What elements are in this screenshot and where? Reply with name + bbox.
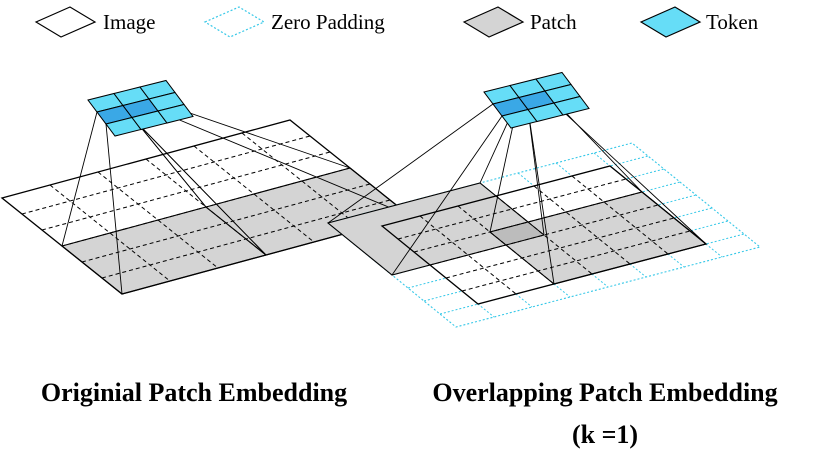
legend: Image Zero Padding Patch Token [34,6,759,38]
token-swatch-icon [639,6,702,38]
image-gridline [397,178,627,240]
image-grid [397,175,691,295]
zero-padding-swatch-icon [203,6,266,38]
projection-line [105,123,123,295]
legend-token-label: Token [706,10,759,34]
token-cell [157,103,194,124]
image-swatch-icon [34,6,97,38]
image-gridline [21,135,311,215]
token-grid [87,79,194,137]
caption-overlapping-patch-embedding: Overlapping Patch Embedding [432,378,778,407]
legend-token: Token [639,6,759,38]
legend-patch: Patch [462,6,577,38]
legend-zero-padding-label: Zero Padding [271,10,385,34]
legend-image: Image [34,6,155,38]
image-gridline [445,217,675,279]
legend-image-label: Image [103,10,155,34]
projection-line [553,102,707,245]
overlapping-patch-embedding-diagram [326,71,762,328]
projection-line [61,111,98,247]
image-gridline [429,204,659,266]
caption-kernel-note: (k =1) [571,420,639,449]
projection-lines [61,98,411,295]
projection-line [527,109,555,285]
image-gridline [413,191,643,253]
caption-original-patch-embedding: Originial Patch Embedding [40,378,348,407]
projection-line [131,117,267,256]
projection-line [327,103,494,224]
legend-patch-label: Patch [530,10,577,34]
image-gridline [81,183,371,263]
patch-swatch-icon [462,6,525,38]
projection-line [391,115,503,276]
original-patch-embedding-diagram [0,79,412,295]
image-gridline [461,230,691,292]
legend-zero-padding: Zero Padding [203,6,385,38]
token-cell [553,95,590,116]
projection-line [157,110,411,217]
token-grid [483,71,590,129]
